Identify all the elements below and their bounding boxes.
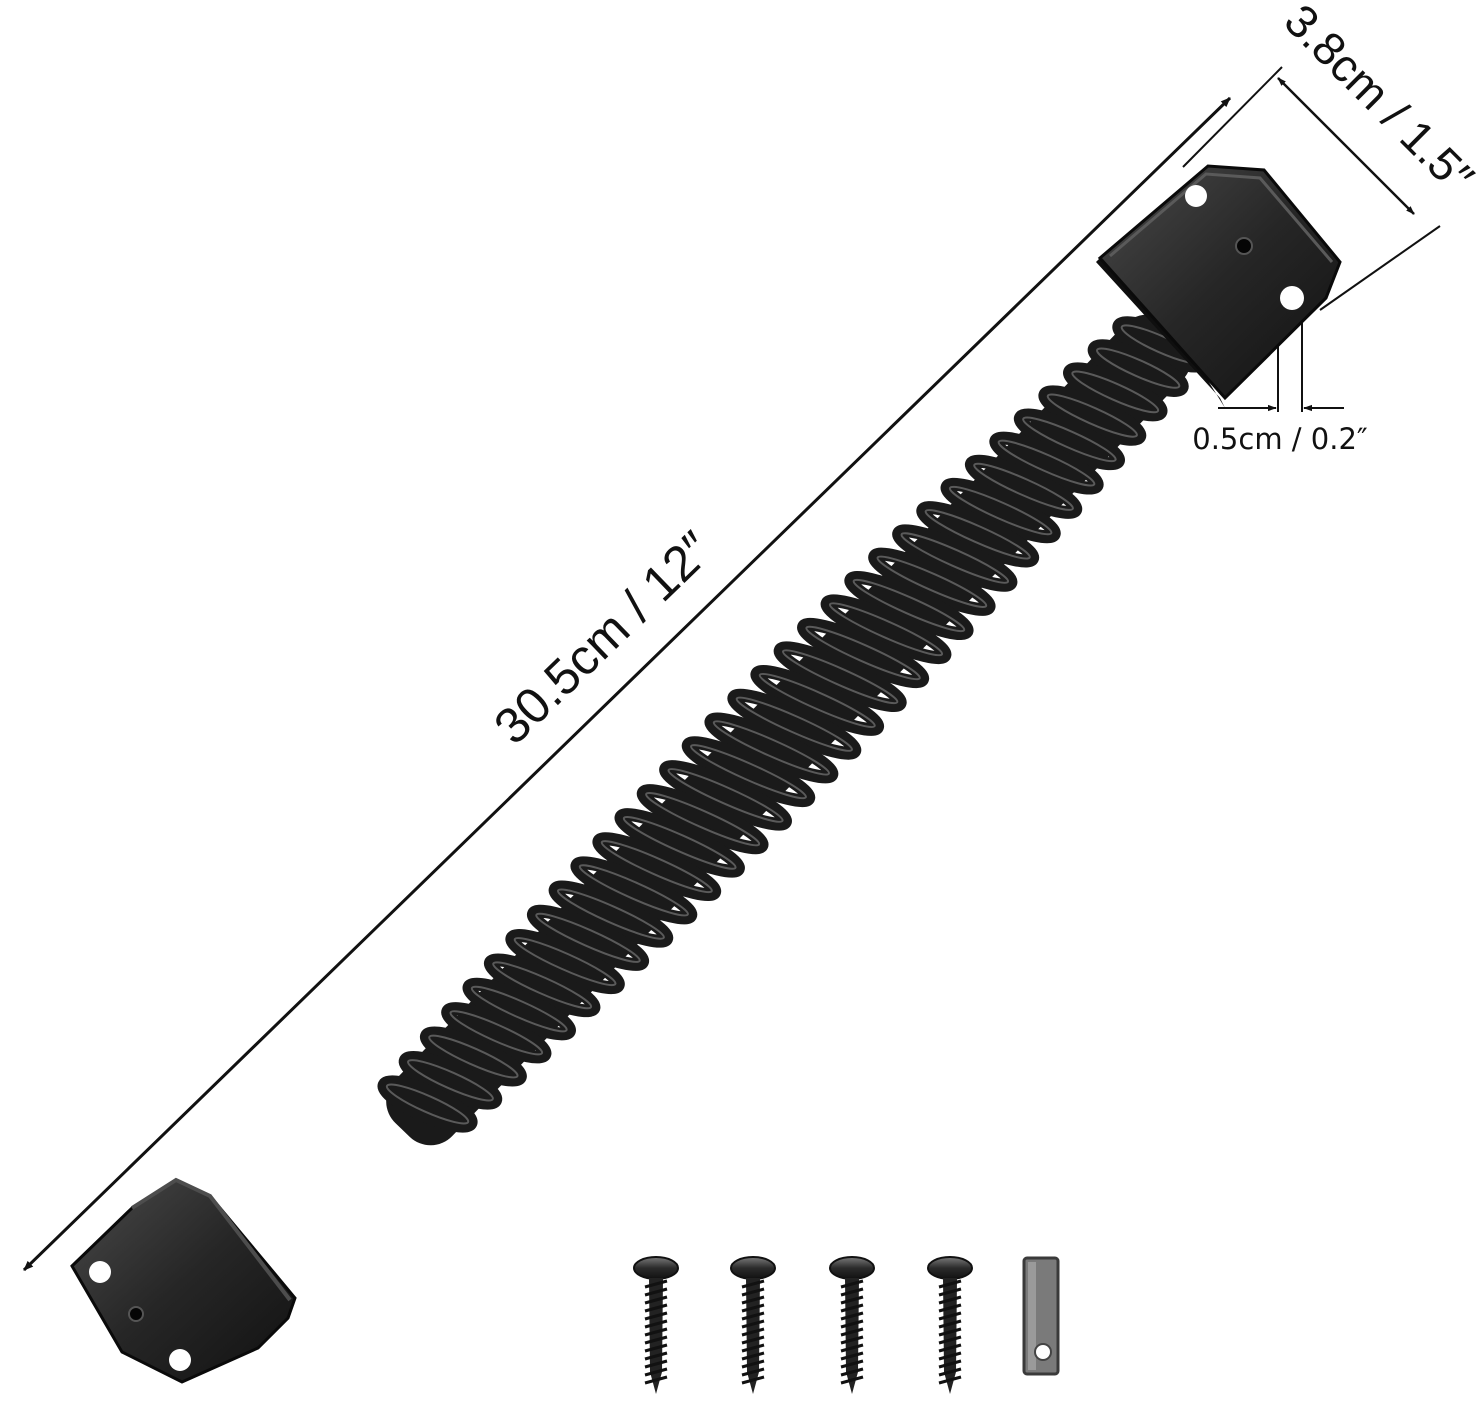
- spring-coil: [989, 431, 1104, 495]
- bottom-mounting-plate: [70, 1177, 297, 1384]
- spring-coil: [750, 665, 885, 736]
- spring-coil: [1038, 385, 1147, 446]
- spring-coil-highlight: [1046, 393, 1138, 438]
- spring-coil-highlight: [1022, 416, 1117, 463]
- spring-coil: [844, 570, 974, 641]
- spring-coil: [570, 856, 698, 925]
- hole-label: 0.5cm / 0.2″: [1192, 422, 1368, 456]
- spring-coil-highlight: [924, 509, 1031, 560]
- spring-coil-highlight: [407, 1059, 494, 1102]
- screw: [633, 1256, 679, 1394]
- plate-hole: [1185, 185, 1207, 207]
- spring-coil-highlight: [690, 744, 807, 800]
- spring-coil: [548, 880, 674, 948]
- hole-dimension: 0.5cm / 0.2″: [1192, 302, 1368, 456]
- strap-plate: [1022, 1256, 1060, 1376]
- spring-coil: [592, 832, 722, 902]
- screw: [829, 1256, 875, 1394]
- spring-coil-highlight: [449, 1010, 544, 1056]
- spring-coil-highlight: [556, 888, 665, 940]
- spring-coil-highlight: [876, 555, 988, 609]
- spring-coil-highlight: [578, 864, 689, 917]
- spring-coil-highlight: [735, 696, 853, 752]
- spring-coil: [441, 1002, 552, 1064]
- spring-coil-highlight: [428, 1034, 519, 1079]
- spring-coil-highlight: [470, 985, 568, 1033]
- spring-coil: [1087, 339, 1189, 397]
- spring-coil: [868, 547, 996, 616]
- spring-coil: [940, 477, 1061, 544]
- width-label: 3.8cm / 1.5″: [1275, 0, 1484, 203]
- spring-coil: [614, 808, 745, 878]
- spring-coil-highlight: [535, 912, 641, 963]
- rivet: [1235, 237, 1253, 255]
- spring-coil: [727, 688, 862, 760]
- screw: [730, 1256, 776, 1394]
- rivet: [128, 1306, 144, 1322]
- spring-coil: [892, 524, 1018, 592]
- spring-coil-highlight: [758, 672, 876, 729]
- spring-coil: [773, 641, 907, 713]
- spring-coil-highlight: [828, 602, 944, 657]
- spring-coil-highlight: [1071, 370, 1160, 414]
- spring-coil-highlight: [385, 1083, 470, 1125]
- spring-coil-highlight: [622, 816, 737, 870]
- plate-hole: [1280, 286, 1304, 310]
- spring-coil-highlight: [948, 485, 1053, 536]
- spring-coil: [659, 760, 792, 831]
- spring-coil: [377, 1075, 478, 1133]
- spring-coil-highlight: [513, 937, 617, 987]
- spring-coil: [526, 904, 650, 971]
- plate-hole: [169, 1349, 191, 1371]
- spring-coil-highlight: [900, 532, 1010, 584]
- spring-coil: [1013, 408, 1126, 471]
- spring-coil-highlight: [667, 768, 784, 823]
- length-dimension: 30.5cm / 12″: [22, 96, 1232, 1272]
- spring-coil: [704, 712, 839, 784]
- top-mounting-plate: [1096, 164, 1342, 408]
- spring-coil: [820, 594, 952, 665]
- spring-coil-highlight: [645, 791, 761, 847]
- spring-coil: [483, 953, 601, 1018]
- plate-hole: [89, 1261, 111, 1283]
- door-spring: [377, 314, 1210, 1146]
- spring-coil: [505, 929, 625, 995]
- spring-coil-highlight: [997, 439, 1096, 487]
- screw: [927, 1256, 973, 1394]
- spring-coil: [1062, 362, 1168, 422]
- spring-coil: [462, 977, 577, 1041]
- strap-hole: [1034, 1343, 1052, 1361]
- spring-coil-highlight: [781, 649, 899, 705]
- spring-coil: [681, 736, 816, 808]
- spring-coil-highlight: [600, 840, 713, 894]
- spring-coil: [398, 1050, 503, 1110]
- spring-coil-highlight: [1096, 347, 1181, 389]
- spring-coil-highlight: [492, 961, 593, 1010]
- spring-coils: [377, 316, 1210, 1133]
- length-label: 30.5cm / 12″: [483, 521, 723, 755]
- spring-coil: [916, 501, 1040, 568]
- spring-coil: [636, 784, 769, 855]
- spring-coil: [797, 617, 930, 689]
- screw-set: [633, 1256, 973, 1394]
- spring-coil-highlight: [973, 462, 1074, 511]
- spring-coil: [419, 1026, 527, 1087]
- spring-coil-highlight: [805, 625, 921, 681]
- spring-coil: [964, 454, 1083, 519]
- spring-coil-highlight: [712, 720, 831, 776]
